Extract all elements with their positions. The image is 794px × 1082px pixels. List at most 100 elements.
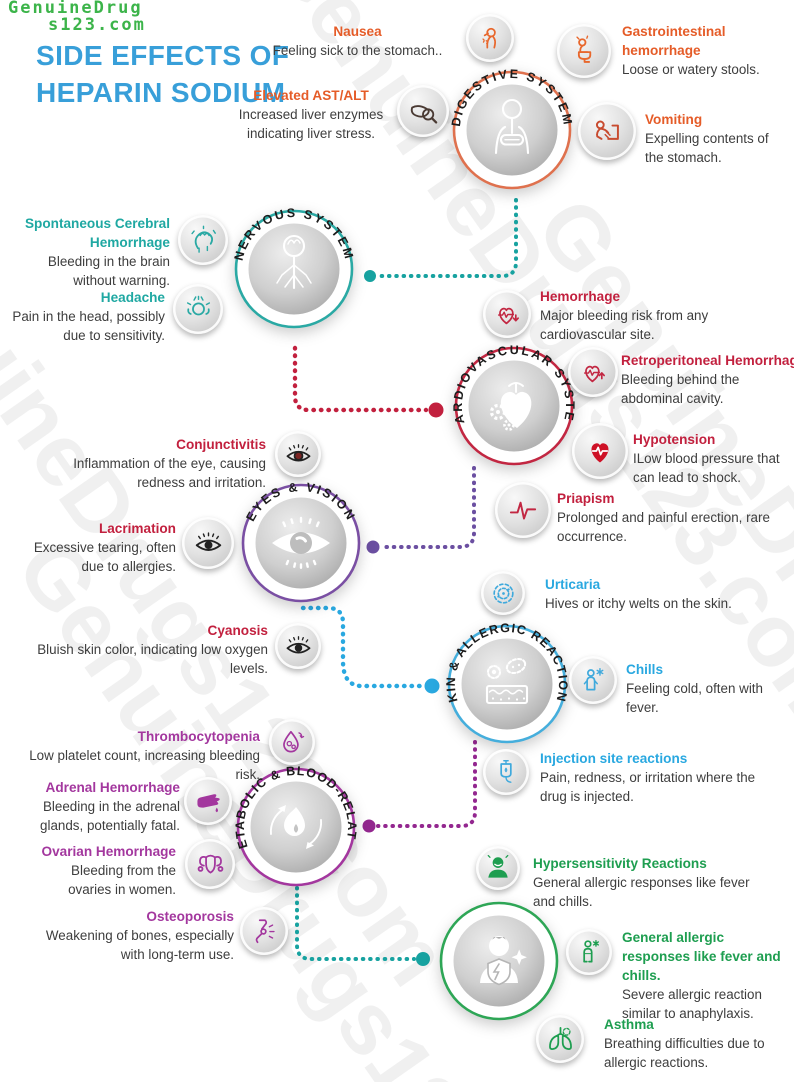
effect-desc: Bleeding in the adrenal glands, potentia… [40,799,180,833]
fever-person-icon [583,940,600,963]
eye-vision-icon [272,516,330,569]
effect-cerebral-hemorrhage: Spontaneous Cerebral Hemorrhage Bleeding… [8,214,170,291]
effect-desc: General allergic responses like fever an… [533,875,750,909]
title-line1: SIDE EFFECTS OF [36,40,290,71]
badge-ovarian-hemorrhage [185,839,235,889]
low-pressure-heart-icon [591,443,609,463]
liver-magnifier-icon [410,105,438,124]
iv-bag-icon [500,760,512,783]
allergic-person-icon [487,854,509,878]
connector-dot-immune [416,952,430,966]
effect-desc: Loose or watery stools. [622,62,760,78]
connector-digestive-nervous [376,198,518,278]
effect-urticaria: Urticaria Hives or itchy welts on the sk… [545,575,787,614]
effect-gi-hemorrhage: Gastrointestinal hemorrhage Loose or wat… [622,22,790,80]
title-line2: HEPARIN SODIUM [36,76,286,108]
effect-desc: Bluish skin color, indicating low oxygen… [37,642,268,676]
effect-desc: Inflammation of the eye, causing redness… [73,456,266,490]
effect-title: Elevated AST/ALT [253,88,369,103]
connector-nervous-cardio [292,345,429,413]
effect-title: Chills [626,662,664,677]
effect-osteoporosis: Osteoporosis Weakening of bones, especia… [28,907,234,965]
connector-metabolic-immune [295,886,416,961]
effect-desc: Pain, redness, or irritation where the d… [540,770,756,804]
badge-priapism [495,482,551,538]
nausea-icon [482,27,496,49]
system-circle-skin: SKIN & ALLERGIC REACTIONS [437,614,569,744]
effect-title: Hemorrhage [540,289,621,304]
effect-desc: ILow blood pressure that can lead to sho… [633,451,780,485]
badge-retroperitoneal-hemorrhage [568,347,618,397]
cardiovascular-system-icon [489,382,532,431]
effect-title: Gastrointestinal hemorrhage [622,24,726,59]
badge-asthma [536,1015,584,1063]
hives-icon [492,582,514,604]
effect-title: Osteoporosis [146,909,234,924]
effect-chills: Chills Feeling cold, often with fever. [626,660,788,718]
effect-title: Lacrimation [98,521,176,536]
effect-desc: Excessive tearing, often due to allergie… [33,540,176,574]
effect-title: Injection site reactions [540,751,688,766]
connector-skin-metabolic [376,740,477,828]
eye-icon [286,635,310,653]
effect-title: Conjunctivitis [176,437,266,452]
system-circle-eyes: EYES & VISION [241,480,361,603]
effect-desc: Major bleeding risk from any cardiovascu… [540,308,709,342]
effect-thrombocytopenia: Thrombocytopenia Low platelet count, inc… [2,727,260,785]
badge-cyanosis [275,623,321,669]
badge-osteoporosis [240,907,288,955]
effect-title: Urticaria [545,577,601,592]
badge-injection-site [483,749,529,795]
effect-title: Priapism [557,491,615,506]
cerebral-hemorrhage-icon [190,225,216,253]
connector-cardio-eyes [380,466,476,549]
system-circle-nervous: NERVOUS SYSTEM [232,206,354,329]
effect-desc: Bleeding from the ovaries in women. [68,863,176,897]
skin-microbes-icon [485,657,529,705]
red-eye-icon [286,443,310,461]
effect-desc: Feeling cold, often with fever. [626,681,763,715]
badge-chills [569,656,617,704]
effect-vomiting: Vomiting Expelling contents of the stoma… [645,110,787,168]
effect-title: Hypotension [633,432,716,447]
effect-adrenal-hemorrhage: Adrenal Hemorrhage Bleeding in the adren… [18,778,180,836]
badge-urticaria [481,571,525,615]
effect-lacrimation: Lacrimation Excessive tearing, often due… [28,519,176,577]
diarrhea-toilet-icon [576,35,592,63]
badge-elevated-ast-alt [397,85,449,137]
effect-ovarian-hemorrhage: Ovarian Hemorrhage Bleeding from the ova… [28,842,176,900]
tearing-eye-icon [195,531,221,551]
badge-nausea [466,14,514,62]
effect-title: Asthma [604,1017,654,1032]
effect-desc: Expelling contents of the stomach. [645,131,769,165]
watermark-line2: s123.com [48,15,146,35]
watermark-line1: GenuineDrug [8,0,143,18]
badge-hypersensitivity [476,846,520,890]
system-circle-digestive: DIGESTIVE SYSTEM [449,67,573,190]
system-circle-cardiovascular: CARDIOVASCULAR SYSTEM [444,336,575,466]
effect-desc: Pain in the head, possibly due to sensit… [12,309,165,343]
badge-hemorrhage [483,290,531,338]
badge-lacrimation [182,517,234,569]
effect-title: Headache [100,290,165,305]
lungs-icon [548,1026,572,1050]
effect-headache: Headache Pain in the head, possibly due … [5,288,165,346]
effect-injection-site-reactions: Injection site reactions Pain, redness, … [540,749,758,807]
pulse-line-icon [509,501,537,520]
effect-nausea: Nausea Feeling sick to the stomach.. [255,22,460,61]
effect-title: Hypersensitivity Reactions [533,856,707,871]
bleeding-hand-icon [196,793,220,812]
badge-headache [173,284,223,334]
effect-general-allergic-responses: General allergic responses like fever an… [622,928,794,1024]
headache-icon [186,295,210,315]
effect-title: Ovarian Hemorrhage [41,844,176,859]
effect-priapism: Priapism Prolonged and painful erection,… [557,489,785,547]
effect-elevated-ast-alt: Elevated AST/ALT Increased liver enzymes… [230,86,392,144]
effect-title: Spontaneous Cerebral Hemorrhage [24,216,170,251]
effect-desc: Feeling sick to the stomach.. [272,43,443,59]
page-title: SIDE EFFECTS OF HEPARIN SODIUM [36,38,289,112]
system-circle-immune [439,901,559,1021]
effect-desc: Increased liver enzymes indicating liver… [238,107,384,141]
system-circle-metabolic: METABOLIC & BLOOD-RELATED [226,757,358,887]
